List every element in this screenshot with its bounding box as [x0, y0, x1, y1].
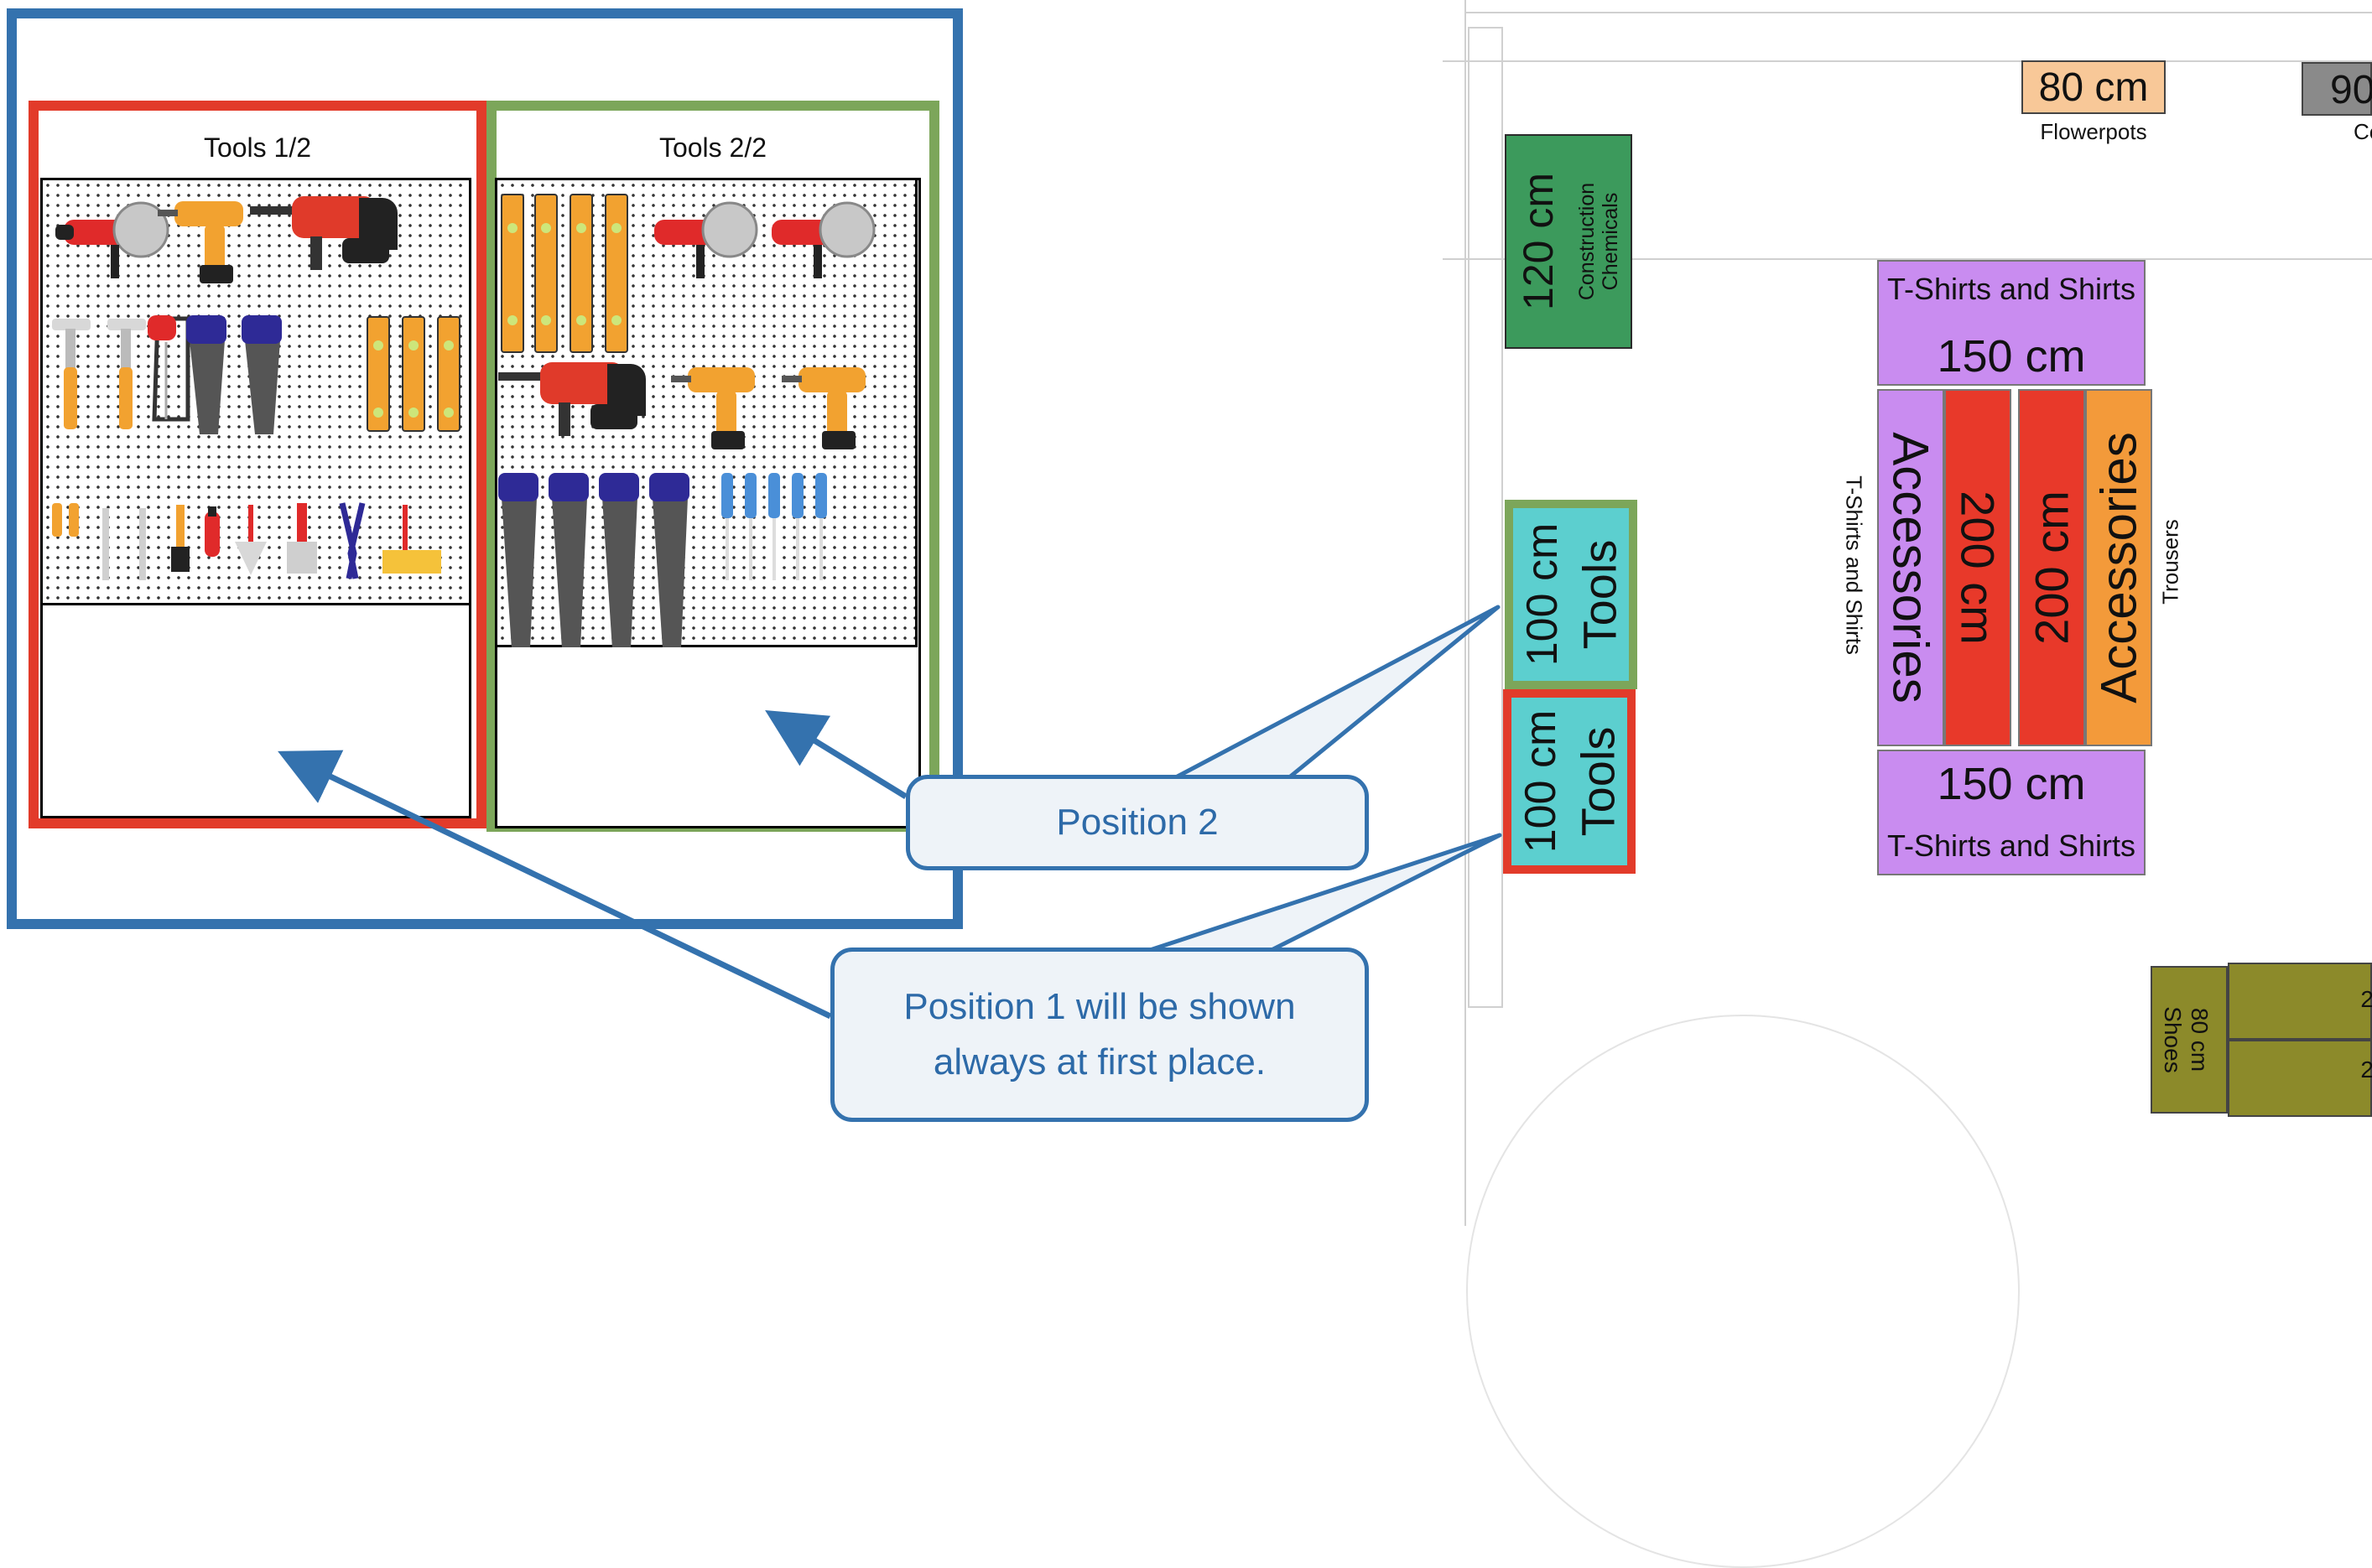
fixture-tools-bottom[interactable]: 100 cm Tools [1503, 689, 1636, 874]
screwdriver-icon [792, 473, 804, 580]
wall-line-mid [1443, 258, 2372, 260]
cordless-drill-icon [671, 367, 755, 449]
fixture-shirts-top[interactable]: T-Shirts and Shirts 150 cm [1877, 260, 2146, 386]
fixture-grey-partial[interactable]: 90 [2302, 62, 2372, 116]
pegboard-right-tools [498, 194, 876, 647]
panel-title-tools-2: Tools 2/2 [658, 132, 767, 163]
fixture-category-label: T-Shirts and Shirts [1886, 828, 2136, 863]
outer-blue-frame [7, 8, 963, 929]
angle-grinder-icon [55, 201, 169, 278]
fixture-grey-caption: Co [2354, 119, 2372, 144]
fixture-size-label: 150 cm [1937, 759, 2086, 809]
screwdriver-icon [768, 473, 780, 580]
angle-grinder-icon [654, 201, 758, 278]
scraper-icon [287, 503, 317, 574]
trowel-icon [235, 505, 267, 575]
wrench-icon [102, 508, 109, 580]
hand-saw-icon [186, 315, 226, 434]
hammer-drill-icon [250, 196, 398, 270]
utility-knife-icon [52, 503, 62, 537]
panel-frame-tools-1[interactable] [29, 101, 486, 828]
spirit-level-icon [501, 194, 524, 353]
spirit-level-icon [437, 316, 460, 432]
spirit-level-icon [534, 194, 558, 353]
wall-line-vertical [1464, 0, 1466, 1226]
hand-saw-icon [498, 473, 538, 647]
spirit-level-icon [605, 194, 628, 353]
pegboard-left [40, 178, 471, 605]
fixture-shoes-partial-1[interactable]: 2 [2228, 963, 2372, 1040]
arrow-position1 [278, 750, 832, 1020]
fixture-shoes[interactable]: 80 cm Shoes [2151, 966, 2228, 1114]
hand-saw-icon [242, 315, 282, 434]
fixture-shirts-bottom[interactable]: 150 cm T-Shirts and Shirts [1877, 750, 2146, 875]
arrow-position2 [765, 710, 908, 799]
cordless-drill-icon [158, 201, 243, 283]
wall-line-top-2 [1443, 60, 2372, 62]
callout-tail-position2 [1172, 605, 1501, 781]
callout-connectors [278, 605, 1502, 1020]
fixture-accessories-center-left[interactable]: 200 cm [1944, 389, 2011, 746]
fixture-shoes-partial-2[interactable]: 2 [2228, 1040, 2372, 1117]
fixture-flowerpots-caption: Flowerpots [2040, 119, 2147, 144]
hammer-drill-icon [498, 362, 646, 436]
screwdriver-icon [721, 473, 733, 580]
paint-roller-icon [382, 505, 441, 574]
callout-position-1: Position 1 will be shown always at first… [830, 948, 1369, 1122]
cordless-drill-icon [782, 367, 866, 449]
fixture-construction-chemicals[interactable]: 120 cm Construction Chemicals [1505, 134, 1632, 349]
screwdriver-icon [745, 473, 757, 580]
spirit-level-icon [367, 316, 390, 432]
panel-title-tools-1: Tools 1/2 [203, 132, 312, 163]
hand-saw-icon [599, 473, 639, 647]
claw-hammer-icon [52, 319, 91, 429]
box-cutter-icon [205, 506, 220, 557]
angle-grinder-icon [772, 201, 876, 278]
wrench-icon [139, 508, 146, 580]
pegboard-left-tools [52, 196, 460, 580]
fixture-size-label: 150 cm [1937, 331, 2086, 382]
paint-brush-icon [171, 505, 190, 572]
claw-hammer-icon [107, 319, 146, 429]
hand-saw-icon [549, 473, 589, 647]
screwdriver-icon [815, 473, 827, 580]
door-frame [1468, 27, 1503, 1008]
fixture-accessories-right[interactable]: Accessories [2085, 389, 2152, 746]
fixture-flowerpots[interactable]: 80 cm [2021, 60, 2166, 114]
fixture-tools-top[interactable]: 100 cm Tools [1505, 500, 1637, 689]
fixture-category-label: T-Shirts and Shirts [1886, 272, 2136, 306]
wall-line-top-1 [1466, 12, 2372, 13]
fixture-size-label: 80 cm [2038, 65, 2149, 110]
spirit-level-icon [402, 316, 425, 432]
hand-saw-icon [649, 473, 689, 647]
fixture-accessories-center-right[interactable]: 200 cm [2018, 389, 2085, 746]
spirit-level-icon [570, 194, 593, 353]
utility-knife-icon [69, 503, 79, 537]
hacksaw-icon [148, 315, 190, 422]
fixture-accessories-left[interactable]: Accessories [1877, 389, 1944, 746]
callout-position-2: Position 2 [906, 775, 1369, 870]
pliers-icon [339, 502, 366, 579]
fixture-size-label: 90 [2330, 68, 2372, 112]
